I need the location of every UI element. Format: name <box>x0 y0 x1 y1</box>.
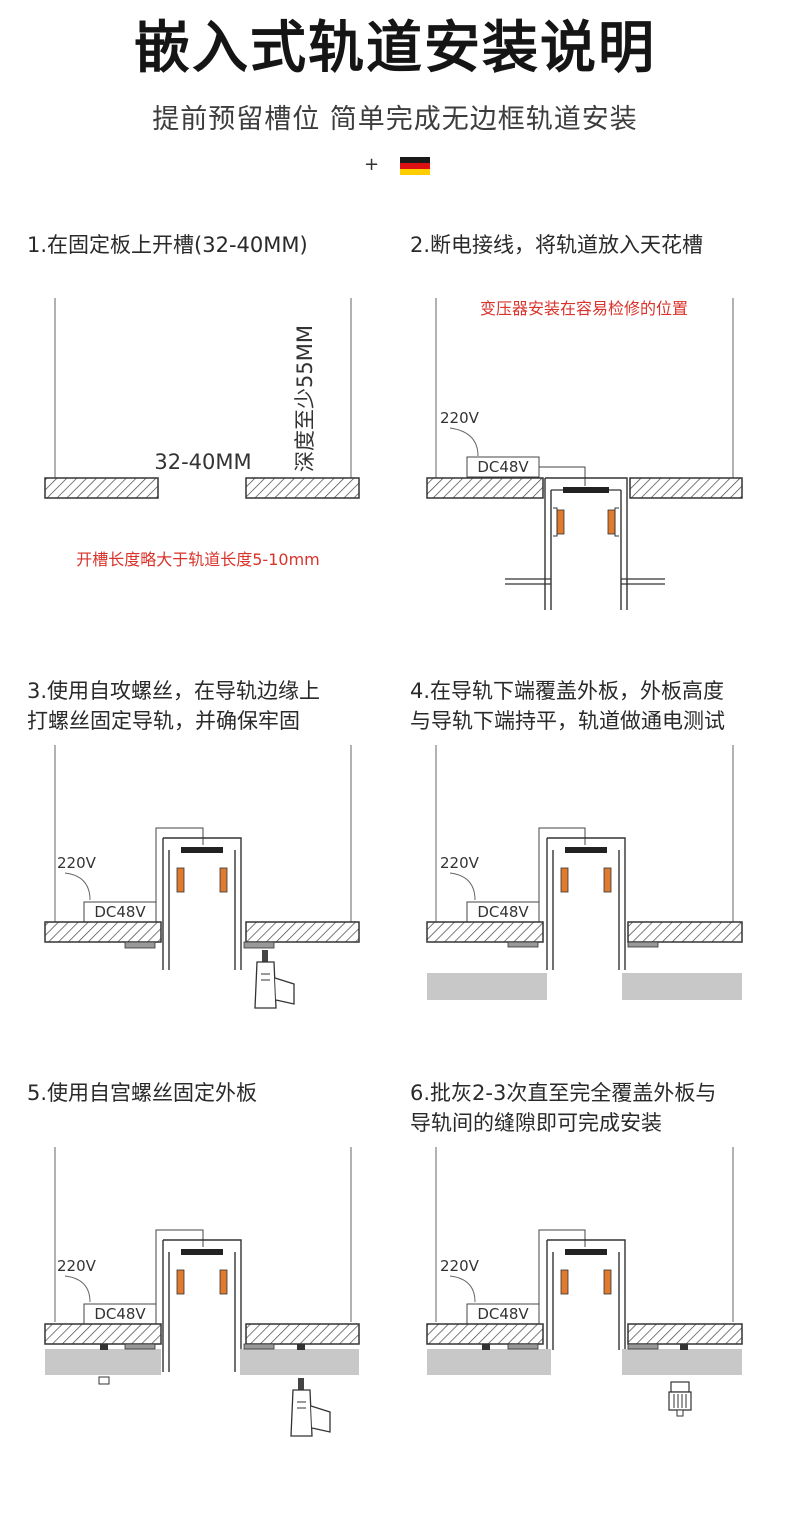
transformer-label: DC48V <box>94 903 146 921</box>
screw-bracket-right <box>243 941 275 949</box>
step-2-line-1: 2.断电接线，将轨道放入天花槽 <box>410 233 704 257</box>
german-flag-icon <box>400 157 430 175</box>
voltage-label: 220V <box>57 854 97 872</box>
step-4-line-1: 4.在导轨下端覆盖外板，外板高度 <box>410 679 725 703</box>
step-5-diagram: 220V DC48V <box>44 1147 360 1437</box>
page-title: 嵌入式轨道安装说明 <box>134 16 656 81</box>
slot-width-label: 32-40MM <box>154 450 251 474</box>
transformer-label: DC48V <box>477 903 529 921</box>
voltage-label: 220V <box>440 1257 480 1275</box>
plastered-board-right <box>622 1349 742 1375</box>
ceiling-board-left <box>44 477 159 499</box>
step-3-diagram: 220V DC48V <box>44 745 360 1009</box>
track-profile <box>546 1239 626 1350</box>
page-subtitle: 提前预留槽位 简单完成无边框轨道安装 <box>152 104 638 135</box>
step-5-line-1: 5.使用自宫螺丝固定外板 <box>27 1081 258 1105</box>
voltage-label: 220V <box>57 1257 97 1275</box>
transformer-note: 变压器安装在容易检修的位置 <box>480 299 688 318</box>
orange-contact-right <box>607 509 616 535</box>
slot-length-note: 开槽长度略大于轨道长度5-10mm <box>76 550 320 569</box>
drill-icon <box>254 950 295 1009</box>
step-3-caption: 3.使用自攻螺丝，在导轨边缘上 打螺丝固定导轨，并确保牢固 <box>27 676 320 736</box>
step-4-caption: 4.在导轨下端覆盖外板，外板高度 与导轨下端持平，轨道做通电测试 <box>410 676 725 736</box>
step-6-diagram: 220V DC48V <box>426 1147 743 1417</box>
voltage-label: 220V <box>440 409 480 427</box>
step-5-caption: 5.使用自宫螺丝固定外板 <box>27 1078 257 1108</box>
orange-contact-left <box>556 509 565 535</box>
ceiling-board-right <box>629 477 743 499</box>
step-6-caption: 6.批灰2-3次直至完全覆盖外板与 导轨间的缝隙即可完成安装 <box>410 1078 716 1138</box>
track-profile <box>162 1239 242 1372</box>
step-1-diagram: 32-40MM 深度至少55MM 开槽长度略大于轨道长度5-10mm <box>44 298 360 569</box>
plastered-board-left <box>427 1349 551 1375</box>
plus-sign: + <box>364 154 380 175</box>
transformer-label: DC48V <box>94 1305 146 1323</box>
step-4-diagram: 220V DC48V <box>426 745 743 1000</box>
drill-icon <box>290 1378 331 1437</box>
track-profile <box>505 477 665 610</box>
step-2-caption: 2.断电接线，将轨道放入天花槽 <box>410 230 703 260</box>
step-6-line-2: 导轨间的缝隙即可完成安装 <box>410 1111 662 1135</box>
depth-label: 深度至少55MM <box>293 325 317 472</box>
ceiling-board-right <box>245 477 360 499</box>
paint-brush-icon <box>668 1381 692 1417</box>
transformer-label: DC48V <box>477 458 529 476</box>
step-3-line-1: 3.使用自攻螺丝，在导轨边缘上 <box>27 679 321 703</box>
transformer-label: DC48V <box>477 1305 529 1323</box>
step-3-line-2: 打螺丝固定导轨，并确保牢固 <box>27 709 300 733</box>
track-profile <box>162 837 242 970</box>
track-profile <box>546 837 626 970</box>
outer-board-left <box>427 973 547 1000</box>
step-1-caption: 1.在固定板上开槽(32-40MM) <box>27 230 308 260</box>
step-6-line-1: 6.批灰2-3次直至完全覆盖外板与 <box>410 1081 717 1105</box>
screw-head <box>98 1376 110 1385</box>
ceiling-board-left <box>426 477 544 499</box>
outer-board-right <box>622 973 742 1000</box>
step-1-line-1: 1.在固定板上开槽(32-40MM) <box>27 233 308 257</box>
step-2-diagram: 变压器安装在容易检修的位置 220V DC48V <box>426 298 743 610</box>
step-4-line-2: 与导轨下端持平，轨道做通电测试 <box>410 709 725 733</box>
screw-bracket-left <box>124 941 156 949</box>
voltage-label: 220V <box>440 854 480 872</box>
